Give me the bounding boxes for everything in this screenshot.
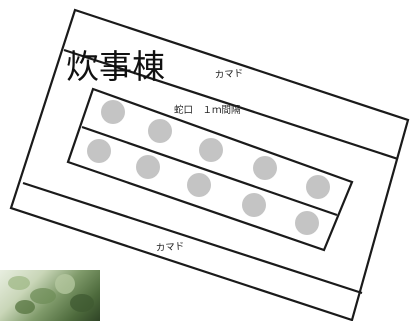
upper-tap-row xyxy=(101,100,330,199)
lower-tap-row xyxy=(87,139,319,235)
upper-stove-divider xyxy=(63,48,399,161)
sink-counter-divider xyxy=(81,125,338,217)
tap-circle xyxy=(242,193,266,217)
tap-circle xyxy=(295,211,319,235)
tap-circle xyxy=(136,155,160,179)
tap-circle xyxy=(101,100,125,124)
tap-circle xyxy=(306,175,330,199)
foliage-photo xyxy=(0,270,100,321)
stove-label-top: カマド xyxy=(214,68,243,81)
sink-counter-outline xyxy=(66,87,354,252)
tap-circle xyxy=(187,173,211,197)
building-name-label: 炊事棟 xyxy=(66,47,165,86)
tap-circle xyxy=(199,138,223,162)
stove-label-bottom: カマド xyxy=(155,241,184,254)
tap-circle xyxy=(253,156,277,180)
leaf-shape xyxy=(30,288,56,304)
lower-stove-divider xyxy=(22,181,363,295)
leaf-shape xyxy=(8,276,30,290)
leaf-shape xyxy=(70,294,94,312)
tap-circle xyxy=(148,119,172,143)
leaf-shape xyxy=(15,300,35,314)
leaf-shape xyxy=(55,274,75,294)
tap-spacing-label: 蛇口 １ｍ間隔 xyxy=(174,104,241,116)
building-outline xyxy=(9,8,410,321)
tap-circle xyxy=(87,139,111,163)
